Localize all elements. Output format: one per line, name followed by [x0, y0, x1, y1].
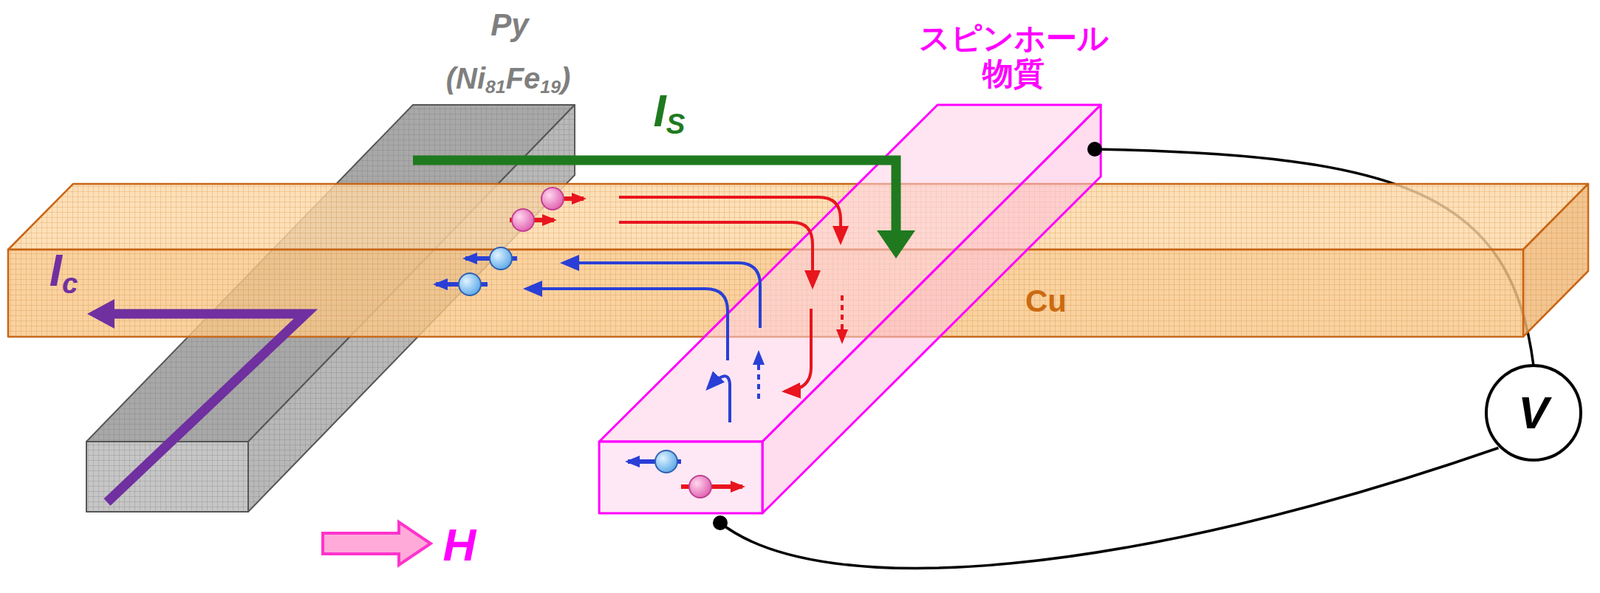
charge-current-arrow	[87, 299, 306, 503]
wire	[720, 448, 1499, 569]
spin-up-electron	[509, 187, 743, 498]
spin-hall-prism	[599, 104, 1101, 514]
spin-down-electron	[435, 247, 682, 473]
text-placer: Py	[490, 7, 529, 43]
node-label: Cu	[1025, 283, 1067, 320]
charge-current-label: Ic	[49, 243, 79, 297]
node-label: Py	[490, 7, 529, 43]
spin-current-arrow	[412, 160, 916, 259]
node-label: V	[1518, 386, 1549, 439]
text-placer: H	[443, 518, 477, 572]
up-spin-flow	[619, 197, 843, 392]
text-placer: Ic	[49, 243, 79, 297]
text-placer: IS	[653, 84, 686, 137]
text-placer: V	[1518, 386, 1549, 439]
node-label: スピンホール 物質	[915, 20, 1112, 93]
text-placer: Cu	[1025, 283, 1067, 320]
terminal-dot	[712, 141, 1103, 531]
spin-current-label: IS	[653, 84, 686, 137]
text-placer: (Ni81Fe19)	[446, 61, 572, 96]
node-label: (Ni81Fe19)	[446, 61, 572, 96]
text-placer: スピンホール 物質	[915, 20, 1112, 93]
terminal-dot	[1087, 141, 1103, 157]
field-label: H	[443, 518, 477, 572]
field-arrow	[322, 522, 431, 566]
voltmeter: V	[1484, 364, 1583, 462]
voltmeter-circle	[1486, 365, 1581, 461]
down-spin-flow	[525, 262, 761, 423]
terminal-dot	[712, 515, 728, 531]
spin-hall-bar: スピンホール 物質	[589, 5, 1114, 529]
